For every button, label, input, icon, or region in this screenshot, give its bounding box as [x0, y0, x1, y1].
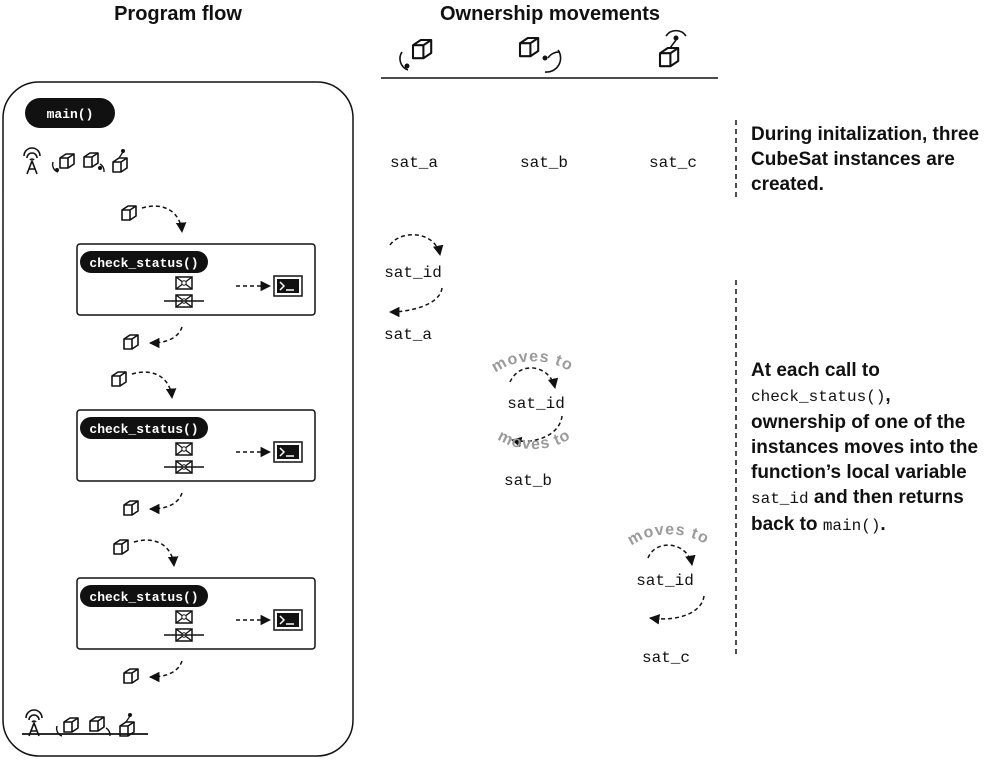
cubesat-icon [123, 500, 139, 516]
cubesat-icon [55, 717, 79, 737]
arrow-sat-a-to-id [389, 234, 444, 257]
var-sat-b: sat_b [520, 154, 568, 172]
column-icon-sat-a [399, 38, 433, 71]
arrow-out-of-call [148, 660, 183, 683]
mailbox-icon [175, 610, 193, 624]
function-label: check_status() [89, 422, 198, 437]
cubesat-icon [121, 205, 137, 221]
terminal-icon [273, 609, 303, 631]
arrow-sat-id-to-c [648, 595, 705, 625]
var-sat-a-return: sat_a [384, 326, 432, 344]
arrow-into-call [141, 205, 187, 234]
terminal-icon [273, 275, 303, 297]
var-sat-c: sat_c [649, 154, 697, 172]
function-call-block: check_status() [76, 371, 316, 516]
function-label-pill [80, 417, 208, 439]
heading-program-flow: Program flow [114, 3, 242, 25]
code-main: main() [822, 517, 881, 535]
var-sat-id-2: sat_id [507, 395, 565, 413]
cubesat-icon [83, 152, 105, 173]
cubesat-icon [113, 539, 129, 555]
arrow-sat-c-to-id [647, 544, 696, 567]
var-sat-a: sat_a [390, 154, 438, 172]
cubesat-icon [111, 371, 127, 387]
function-call-block: check_status() [76, 205, 316, 350]
column-icon-sat-c [658, 29, 687, 68]
note-function-call: At each call to check_status(), ownershi… [751, 360, 979, 535]
svg-text:main(): main() [47, 107, 94, 122]
var-sat-id-1: sat_id [384, 264, 442, 282]
moves-to-label: moves to [625, 521, 712, 549]
var-sat-c-return: sat_c [642, 649, 690, 667]
function-call-block: check_status() [76, 539, 316, 684]
var-sat-id-3: sat_id [636, 572, 694, 590]
function-label-pill [80, 251, 208, 273]
arrow-into-call [131, 371, 177, 400]
arrow-out-of-call [148, 326, 183, 349]
var-sat-b-return: sat_b [504, 472, 552, 490]
cubesat-icon [123, 668, 139, 684]
arrow-into-call [133, 539, 179, 568]
main-label: main() [25, 98, 115, 128]
code-sat-id: sat_id [751, 490, 809, 508]
initial-satellites [23, 147, 128, 175]
terminal-icon [273, 441, 303, 463]
cubesat-icon [51, 153, 75, 173]
arrow-sat-b-to-id [509, 367, 559, 390]
cubesat-icon [119, 713, 135, 737]
arrow-sat-id-to-a [388, 287, 443, 318]
arrow-out-of-call [148, 492, 183, 515]
final-satellites [22, 709, 148, 737]
column-icon-sat-b [518, 36, 562, 73]
cubesat-icon [112, 149, 128, 173]
cubesat-icon [123, 334, 139, 350]
moves-to-label: moves to [489, 348, 576, 376]
heading-ownership-movements: Ownership movements [440, 3, 660, 25]
note-initialization: During initalization, three CubeSat inst… [751, 124, 980, 195]
function-label: check_status() [89, 590, 198, 605]
code-check-status: check_status() [751, 388, 886, 406]
cubesat-icon [89, 716, 111, 737]
function-label-pill [80, 585, 208, 607]
mailbox-icon [175, 442, 193, 456]
mailbox-icon [175, 276, 193, 290]
arrow-sat-id-to-b [510, 415, 563, 448]
function-label: check_status() [89, 256, 198, 271]
moves-to-label: moves to [495, 427, 574, 454]
